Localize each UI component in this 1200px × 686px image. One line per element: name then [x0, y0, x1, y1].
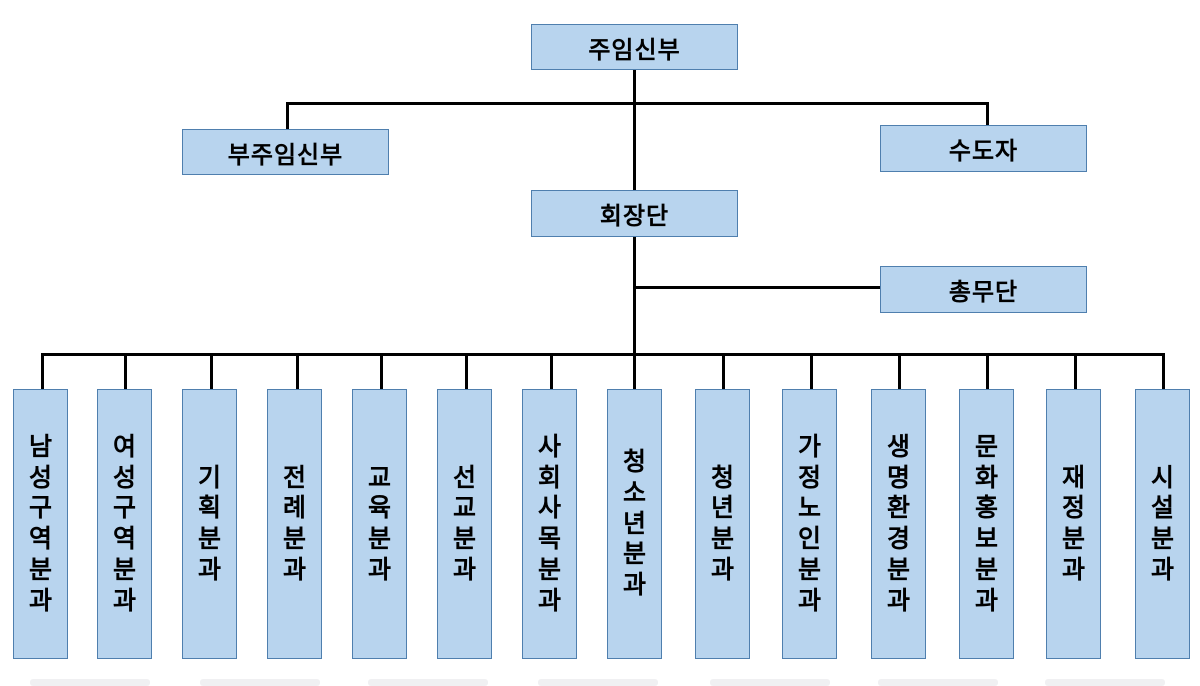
department-box: 재정분과 [1046, 389, 1101, 659]
department-label: 문화홍보분과 [974, 431, 998, 615]
reflection-strip [710, 679, 830, 686]
assistant-pastor-label: 부주임신부 [227, 140, 344, 169]
department-label: 사회사목분과 [537, 431, 561, 615]
reflection-strip [878, 679, 998, 686]
department-drop-line [124, 354, 127, 390]
department-drop-line [810, 354, 813, 390]
department-drop-line [550, 354, 553, 390]
council-box: 회장단 [531, 190, 738, 237]
department-box: 기획분과 [182, 389, 237, 659]
religious-label: 수도자 [948, 137, 1019, 165]
general-affairs-label: 총무단 [948, 278, 1019, 306]
pastor-box: 주임신부 [531, 24, 738, 70]
department-drop-line [722, 354, 725, 390]
department-label: 청소년분과 [622, 447, 646, 600]
department-box: 여성구역분과 [97, 389, 152, 659]
reflection-strip [538, 679, 658, 686]
department-box: 청소년분과 [607, 389, 662, 659]
department-label: 청년분과 [710, 462, 734, 584]
reflection-strip [1045, 679, 1165, 686]
reflection-strip [30, 679, 150, 686]
connector-line [41, 353, 1165, 356]
department-label: 교육분과 [367, 462, 391, 584]
council-label: 회장단 [599, 202, 670, 230]
department-box: 선교분과 [437, 389, 492, 659]
reflection-strip [200, 679, 320, 686]
department-drop-line [210, 354, 213, 390]
department-box: 전례분과 [267, 389, 322, 659]
department-label: 시설분과 [1150, 462, 1174, 584]
general-affairs-box: 총무단 [880, 266, 1087, 313]
department-label: 남성구역분과 [28, 431, 52, 615]
department-label: 여성구역분과 [112, 431, 136, 615]
connector-line [286, 102, 989, 105]
reflection-strip [368, 679, 488, 686]
pastor-label: 주임신부 [588, 35, 681, 64]
department-label: 가정노인분과 [797, 431, 821, 615]
assistant-pastor-box: 부주임신부 [182, 129, 389, 175]
department-box: 시설분과 [1135, 389, 1190, 659]
department-drop-line [1074, 354, 1077, 390]
department-label: 재정분과 [1061, 462, 1085, 584]
department-box: 청년분과 [695, 389, 750, 659]
department-drop-line [465, 354, 468, 390]
department-box: 생명환경분과 [871, 389, 926, 659]
department-box: 사회사목분과 [522, 389, 577, 659]
department-box: 남성구역분과 [13, 389, 68, 659]
department-drop-line [296, 354, 299, 390]
department-box: 교육분과 [352, 389, 407, 659]
department-box: 가정노인분과 [782, 389, 837, 659]
religious-box: 수도자 [880, 125, 1087, 172]
department-drop-line [41, 354, 44, 390]
department-drop-line [986, 354, 989, 390]
connector-line [986, 102, 989, 126]
department-drop-line [1162, 354, 1165, 390]
department-drop-line [380, 354, 383, 390]
department-label: 생명환경분과 [886, 431, 910, 615]
department-label: 선교분과 [452, 462, 476, 584]
department-label: 전례분과 [282, 462, 306, 584]
department-box: 문화홍보분과 [959, 389, 1014, 659]
connector-line [286, 102, 289, 130]
department-drop-line [898, 354, 901, 390]
department-label: 기획분과 [197, 462, 221, 584]
connector-line [634, 286, 881, 289]
